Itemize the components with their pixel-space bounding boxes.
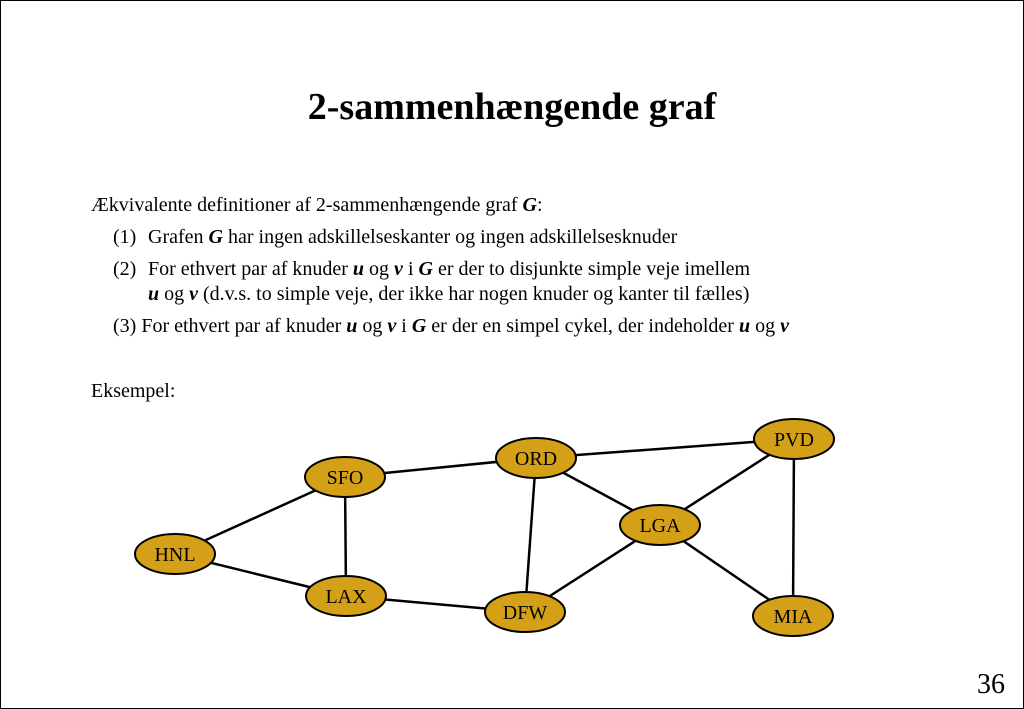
definition-symbol: u bbox=[148, 283, 160, 305]
node-ellipse bbox=[752, 595, 834, 637]
definition-symbol: v bbox=[394, 258, 403, 280]
definition-text: og bbox=[750, 315, 781, 337]
intro-text: Ækvivalente definitioner af 2-sammenhæng… bbox=[91, 194, 523, 216]
node-ellipse bbox=[619, 504, 701, 546]
definition-number: (1) bbox=[113, 226, 137, 248]
node-ord: ORD bbox=[495, 437, 577, 479]
node-ellipse bbox=[753, 418, 835, 460]
edge-ord-pvd bbox=[535, 437, 795, 460]
node-ellipse bbox=[305, 575, 387, 617]
definition-text: og bbox=[364, 258, 395, 280]
node-label: LGA bbox=[639, 515, 681, 537]
definition-symbol: v bbox=[387, 315, 397, 337]
node-lga: LGA bbox=[619, 504, 701, 546]
node-ellipse bbox=[304, 456, 386, 498]
node-label: PVD bbox=[774, 429, 814, 451]
intro-symbol: G bbox=[522, 194, 537, 216]
definition-symbol: v bbox=[189, 283, 199, 305]
definition-text: (d.v.s. to simple veje, der ikke har nog… bbox=[198, 283, 750, 305]
page-number: 36 bbox=[977, 669, 1005, 700]
node-label: HNL bbox=[154, 544, 195, 566]
example-label: Eksempel: bbox=[91, 380, 176, 402]
node-label: LAX bbox=[325, 586, 367, 608]
definition-number: (3) bbox=[113, 315, 137, 337]
node-sfo: SFO bbox=[304, 456, 386, 498]
intro-line: Ækvivalente definitioner af 2-sammenhæng… bbox=[91, 193, 543, 217]
definition-text: er der en simpel cykel, der indeholder bbox=[426, 315, 739, 337]
definition-text: og bbox=[357, 315, 388, 337]
definition-text: Grafen bbox=[148, 226, 209, 248]
definition-3: (3) For ethvert par af knuder u og v i G… bbox=[113, 314, 789, 338]
definition-text: har ingen adskillelseskanter og ingen ad… bbox=[222, 226, 678, 248]
node-label: ORD bbox=[515, 448, 557, 470]
definition-number: (2) bbox=[113, 258, 137, 280]
definition-text: For ethvert par af knuder bbox=[141, 315, 347, 337]
node-ellipse bbox=[134, 533, 216, 575]
definition-symbol: G bbox=[411, 315, 427, 337]
definition-text: i bbox=[396, 315, 412, 337]
definition-text: For ethvert par af knuder bbox=[148, 258, 353, 280]
node-dfw: DFW bbox=[484, 591, 566, 633]
definition-symbol: u bbox=[738, 315, 751, 337]
slide-title: 2-sammenhængende graf bbox=[307, 86, 717, 128]
definition-2-continuation: u og v (d.v.s. to simple veje, der ikke … bbox=[148, 282, 749, 306]
node-ellipse bbox=[495, 437, 577, 479]
definition-symbol: G bbox=[418, 258, 433, 280]
node-pvd: PVD bbox=[753, 418, 835, 460]
node-label: MIA bbox=[774, 606, 813, 628]
definition-symbol: u bbox=[352, 258, 365, 280]
node-hnl: HNL bbox=[134, 533, 216, 575]
definition-symbol: v bbox=[780, 315, 789, 337]
definition-symbol: u bbox=[346, 315, 358, 337]
definition-2: (2)For ethvert par af knuder u og v i G … bbox=[113, 257, 750, 281]
edge-pvd-mia bbox=[791, 438, 796, 617]
definition-symbol: G bbox=[208, 226, 223, 248]
node-ellipse bbox=[484, 591, 566, 633]
definition-1: (1) Grafen G har ingen adskillelseskanter… bbox=[113, 225, 677, 249]
definition-text: i bbox=[402, 258, 419, 280]
node-mia: MIA bbox=[752, 595, 834, 637]
node-lax: LAX bbox=[305, 575, 387, 617]
node-label: DFW bbox=[503, 602, 548, 624]
edge-ord-dfw bbox=[523, 457, 538, 613]
intro-suffix: : bbox=[536, 194, 543, 216]
definition-text: og bbox=[159, 283, 190, 305]
node-label: SFO bbox=[327, 467, 364, 489]
definition-text: er der to disjunkte simple veje imellem bbox=[432, 258, 751, 280]
